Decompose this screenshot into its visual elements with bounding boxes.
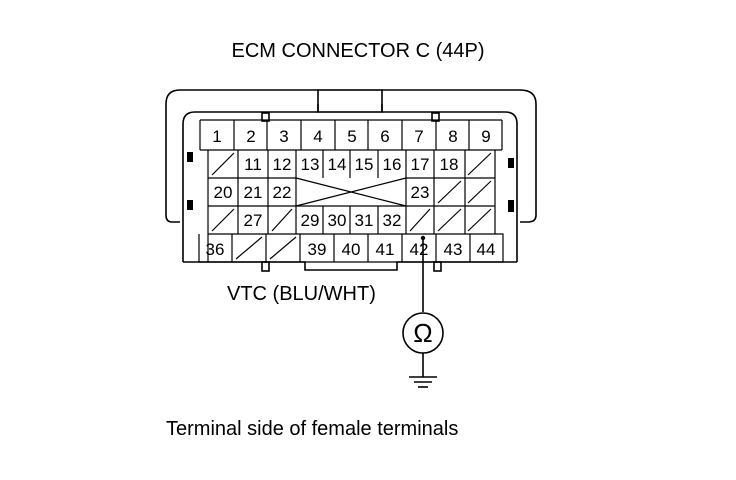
pin-42: 42 <box>410 240 429 259</box>
pin-36: 36 <box>206 240 225 259</box>
latch-tab <box>317 89 383 113</box>
pin-5: 5 <box>347 127 356 146</box>
pin-7: 7 <box>414 127 423 146</box>
pin-17: 17 <box>411 155 430 174</box>
terminal-grid <box>198 119 504 263</box>
connector-housing <box>165 89 537 272</box>
pin-29: 29 <box>301 211 320 230</box>
pin-11: 11 <box>244 155 262 174</box>
pin-13: 13 <box>301 155 320 174</box>
pin-43: 43 <box>444 240 463 259</box>
pin-4: 4 <box>313 127 322 146</box>
key-left <box>261 112 270 122</box>
pin-6: 6 <box>380 127 389 146</box>
pin-22: 22 <box>273 183 292 202</box>
pin-15: 15 <box>355 155 374 174</box>
pin-12: 12 <box>273 155 292 174</box>
bottom-key-right <box>433 261 442 272</box>
ohmmeter-icon: Ω <box>402 312 444 354</box>
pin-2: 2 <box>246 127 255 146</box>
wire-label: VTC (BLU/WHT) <box>227 283 376 305</box>
pin-labels: 1 2 3 4 5 6 7 8 9 11 12 13 14 15 16 17 1… <box>206 127 496 259</box>
pin-18: 18 <box>440 155 459 174</box>
side-lock-right-bottom <box>508 200 514 212</box>
pin-3: 3 <box>279 127 288 146</box>
pin-41: 41 <box>376 240 395 259</box>
pin-39: 39 <box>308 240 327 259</box>
pin-31: 31 <box>355 211 374 230</box>
pin-9: 9 <box>481 127 490 146</box>
side-lock-left-top <box>187 152 193 162</box>
pin-16: 16 <box>383 155 402 174</box>
pin-8: 8 <box>448 127 457 146</box>
side-lock-right-top <box>508 158 514 168</box>
pin-20: 20 <box>214 183 233 202</box>
pin-30: 30 <box>328 211 347 230</box>
ground-icon <box>409 353 437 388</box>
pin-14: 14 <box>328 155 347 174</box>
diagram-title: ECM CONNECTOR C (44P) <box>232 40 485 62</box>
pin-1: 1 <box>212 127 221 146</box>
pin-32: 32 <box>383 211 402 230</box>
bottom-key-left <box>261 261 270 272</box>
pin-44: 44 <box>477 240 496 259</box>
pin-27: 27 <box>244 211 263 230</box>
side-lock-left-bottom <box>187 200 193 210</box>
caption: Terminal side of female terminals <box>166 418 458 440</box>
ohm-symbol: Ω <box>413 318 432 348</box>
pin-21: 21 <box>244 183 263 202</box>
pin-23: 23 <box>411 183 430 202</box>
probe-wire <box>420 235 426 312</box>
pin-40: 40 <box>342 240 361 259</box>
